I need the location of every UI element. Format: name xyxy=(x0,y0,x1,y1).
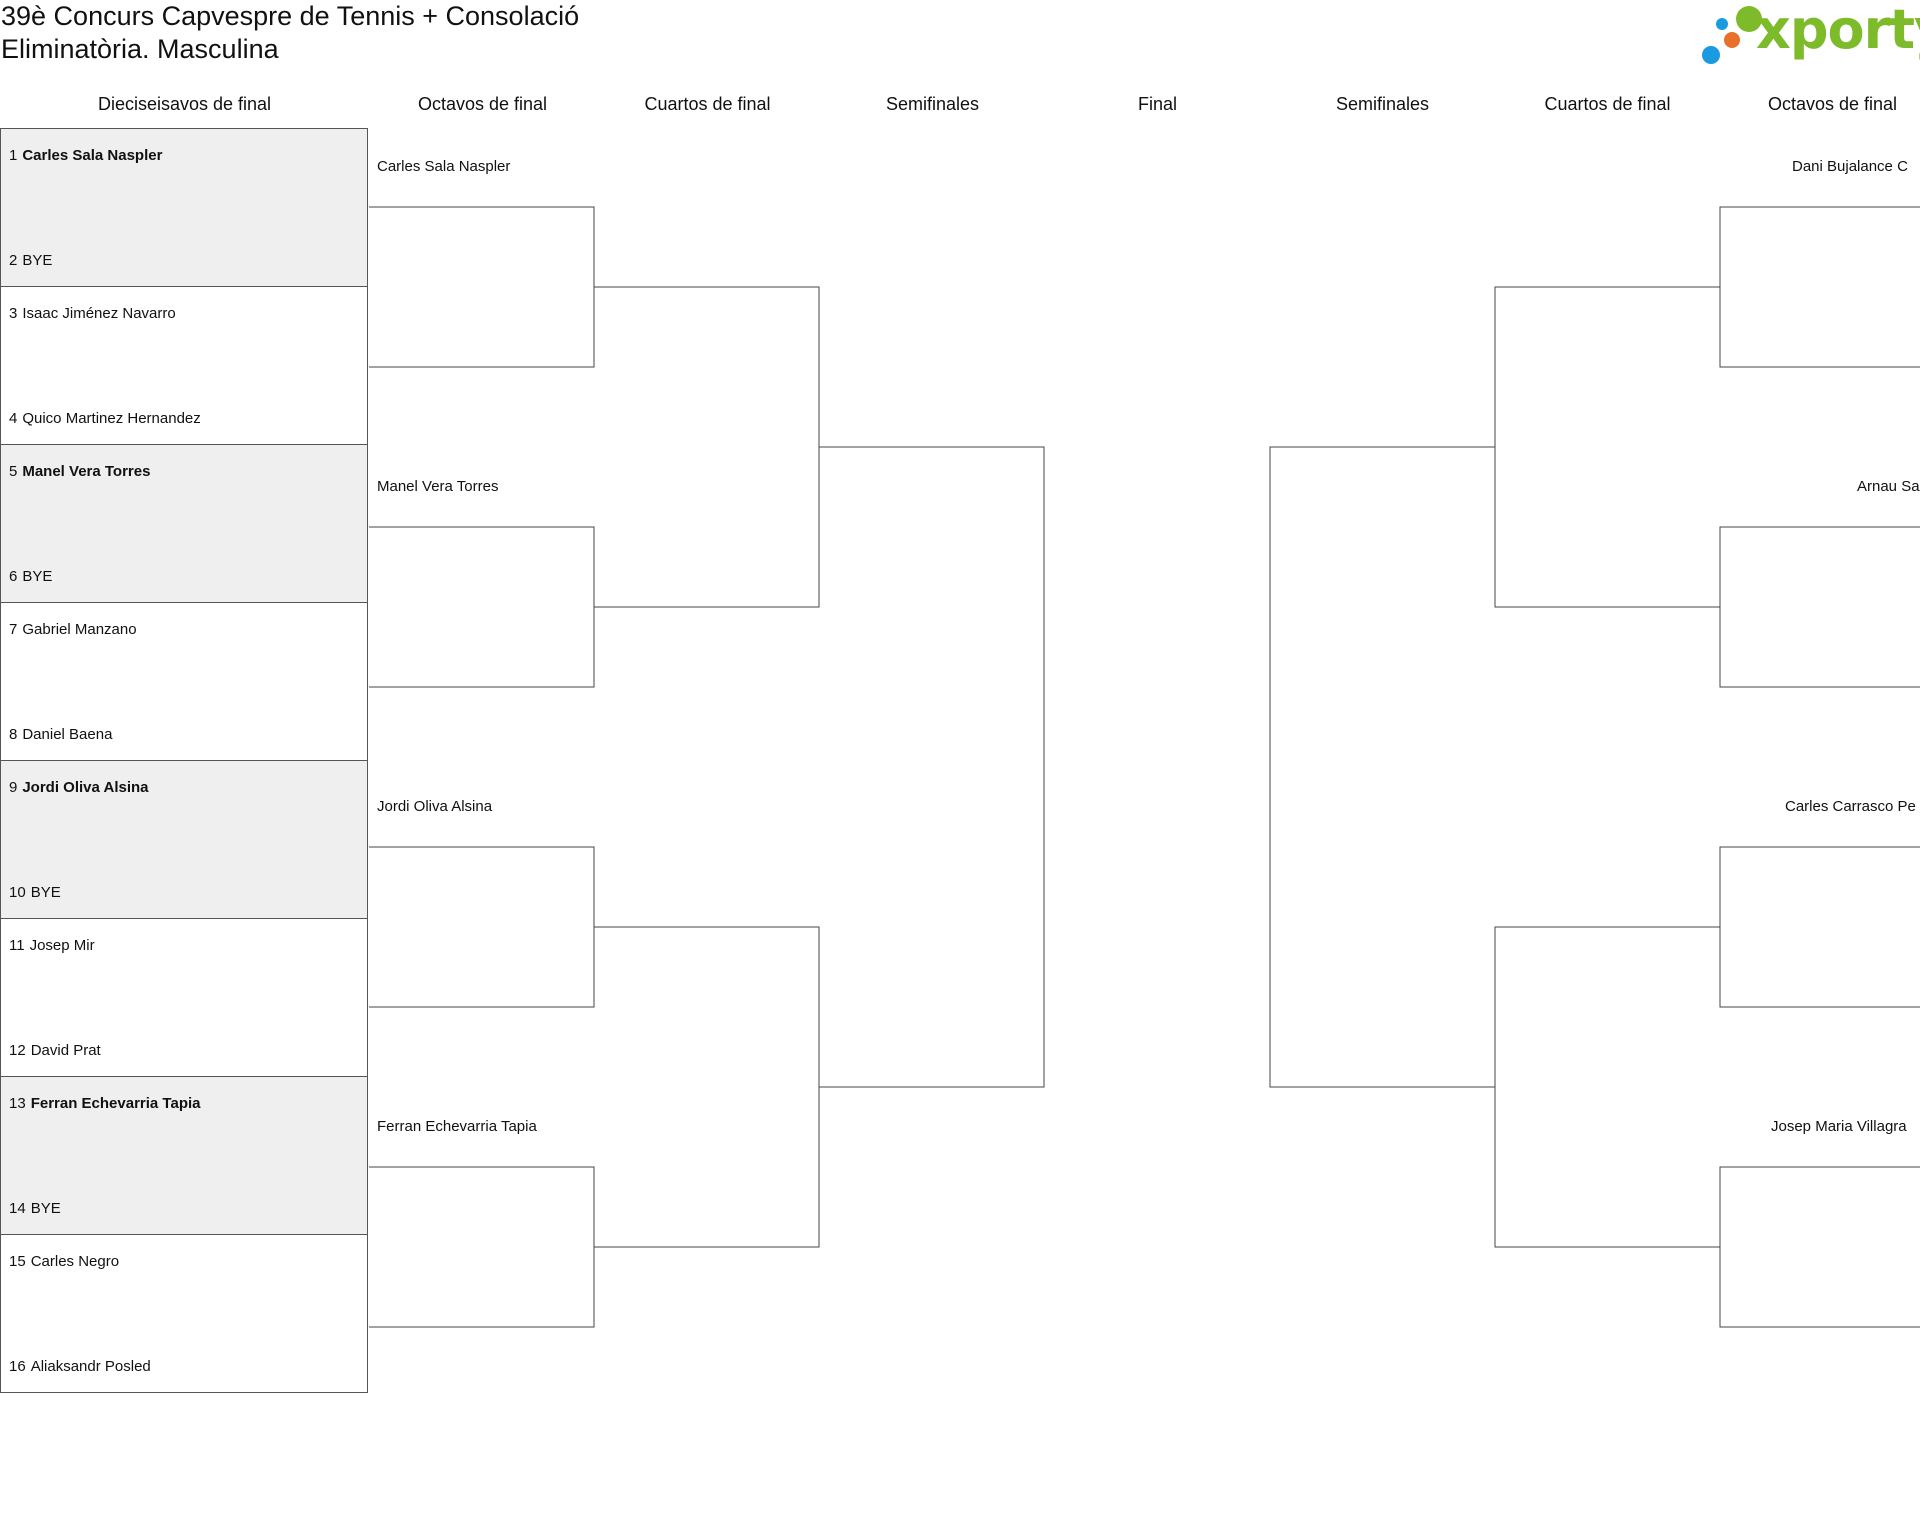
logo-dot-green xyxy=(1736,6,1762,32)
bracket-connector xyxy=(1269,446,1495,1088)
col-header-quarterfinal-right: Cuartos de final xyxy=(1544,94,1671,114)
col-header-semifinal-left: Semifinales xyxy=(885,94,980,114)
bracket-connector xyxy=(1719,846,1920,1008)
bracket-connector xyxy=(369,526,595,688)
bracket-connector xyxy=(1719,1166,1920,1328)
bracket-connector xyxy=(1494,286,1720,608)
bracket-connector xyxy=(369,206,595,368)
logo-dot-blue-bottom xyxy=(1702,46,1720,64)
col-header-round-16-right: Octavos de final xyxy=(1767,94,1898,114)
bracket-connector xyxy=(1719,206,1920,368)
r16-right-player-4[interactable]: Josep Maria Villagra xyxy=(1771,1118,1907,1135)
r16-right-player-2[interactable]: Arnau Sa xyxy=(1857,478,1920,495)
r16-left-player-4[interactable]: Ferran Echevarria Tapia xyxy=(377,1118,537,1135)
r16-right-player-3[interactable]: Carles Carrasco Pe xyxy=(1785,798,1916,815)
bracket-connector xyxy=(594,926,820,1248)
r16-left-player-3[interactable]: Jordi Oliva Alsina xyxy=(377,798,493,815)
bracket-connector xyxy=(369,1166,595,1328)
col-header-round-32: Dieciseisavos de final xyxy=(97,94,272,114)
col-header-quarterfinal-left: Cuartos de final xyxy=(644,94,771,114)
r16-left-player-2[interactable]: Manel Vera Torres xyxy=(377,478,499,495)
bracket-connector xyxy=(594,286,820,608)
r16-left-player-1[interactable]: Carles Sala Naspler xyxy=(377,158,511,175)
logo-dot-blue-top xyxy=(1716,18,1728,30)
draw-subtitle: Eliminatòria. Masculina xyxy=(1,34,279,64)
tournament-title: 39è Concurs Capvespre de Tennis + Consol… xyxy=(1,1,580,31)
col-header-final: Final xyxy=(1137,94,1177,114)
bracket-connector xyxy=(1494,926,1720,1248)
xporty-logo[interactable]: xporty xyxy=(1690,0,1920,66)
bracket-connector xyxy=(1719,526,1920,688)
r16-right-player-1[interactable]: Dani Bujalance C xyxy=(1792,158,1908,175)
col-header-semifinal-right: Semifinales xyxy=(1335,94,1430,114)
logo-dot-orange xyxy=(1724,32,1740,48)
col-header-round-16-left: Octavos de final xyxy=(417,94,548,114)
bracket-connector xyxy=(369,846,595,1008)
logo-text: xporty xyxy=(1756,0,1920,61)
bracket-connector xyxy=(819,446,1045,1088)
